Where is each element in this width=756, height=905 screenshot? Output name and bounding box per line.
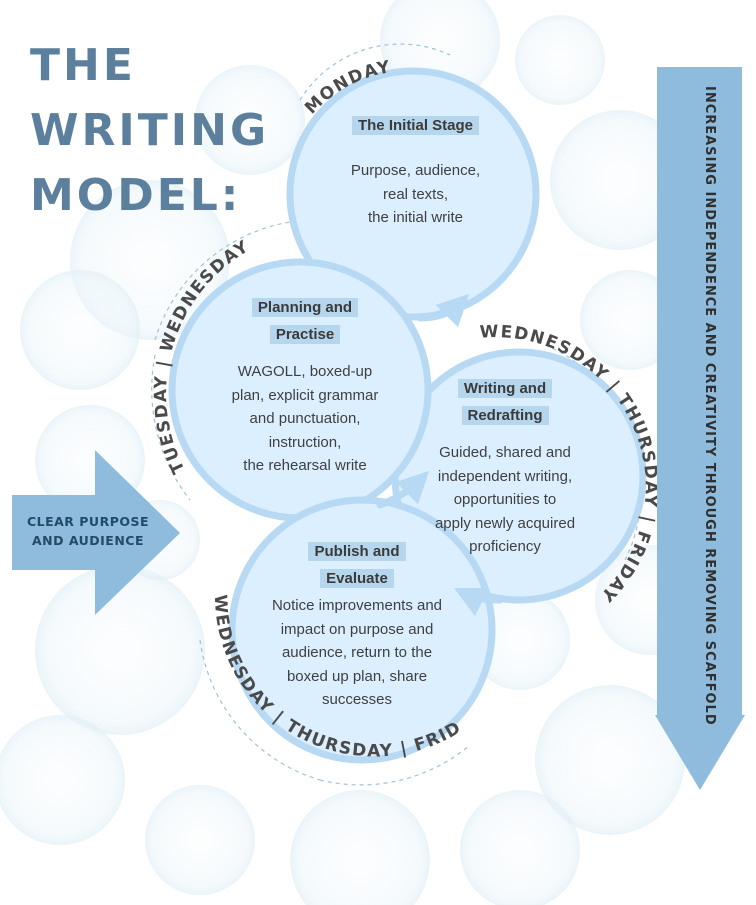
clear-purpose-arrow-shape — [12, 450, 180, 615]
stage-initial: The Initial Stage Purpose, audience, rea… — [318, 112, 513, 230]
stage-writing-body: Guided, shared and independent writing, … — [434, 444, 576, 555]
independence-arrow-shape — [655, 67, 745, 790]
arrow-writing-to-publish — [453, 587, 504, 617]
stage-publish-title: Publish and Evaluate — [252, 538, 462, 592]
right-arrow: INCREASING INDEPENDENCE AND CREATIVITY T… — [655, 67, 745, 790]
stage-planning-title: Planning and Practise — [205, 294, 405, 348]
stage-publish: Publish and Evaluate Notice improvements… — [252, 538, 462, 712]
stage-writing: Writing and Redrafting Guided, shared an… — [415, 375, 595, 559]
stage-initial-title: The Initial Stage — [318, 112, 513, 139]
page-title-line-1: THE — [30, 40, 136, 91]
arrow-planning-to-writing — [376, 470, 430, 509]
stage-planning: Planning and Practise WAGOLL, boxed-up p… — [205, 294, 405, 478]
left-arrow — [12, 450, 180, 615]
clear-purpose-label: CLEAR PURPOSE AND AUDIENCE — [18, 512, 158, 550]
independence-arrow-label: INCREASING INDEPENDENCE AND CREATIVITY T… — [702, 86, 717, 726]
flow-arrows — [376, 293, 504, 617]
clear-purpose-label-line-2: AND AUDIENCE — [31, 533, 145, 548]
arrow-initial-to-planning — [416, 293, 470, 328]
stage-initial-body: Purpose, audience, real texts, the initi… — [350, 162, 481, 226]
stage-planning-body: WAGOLL, boxed-up plan, explicit grammar … — [231, 363, 379, 474]
page-title-line-3: MODEL: — [30, 170, 242, 221]
page-title-line-2: WRITING — [30, 105, 270, 156]
stage-writing-title: Writing and Redrafting — [415, 375, 595, 429]
stage-publish-body: Notice improvements and impact on purpos… — [271, 597, 443, 708]
circle-publish-evaluate — [228, 496, 496, 764]
clear-purpose-label-line-1: CLEAR PURPOSE — [26, 514, 150, 529]
